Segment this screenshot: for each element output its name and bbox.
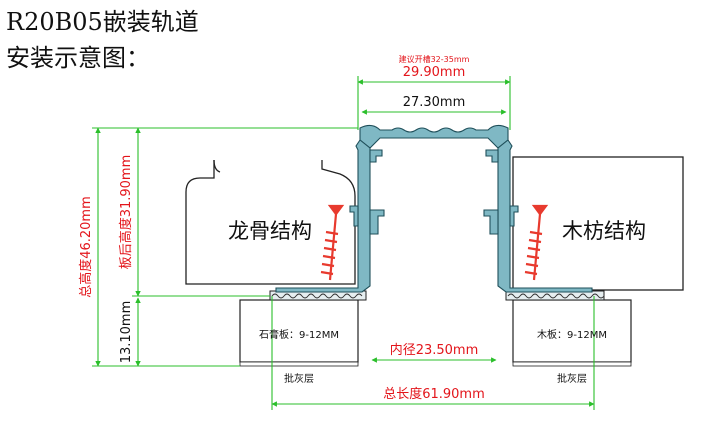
wood-board-label: 木板：9-12MM: [537, 328, 607, 341]
gypsum-board-label: 石膏板：9-12MM: [259, 328, 339, 341]
inner-top-width-label: 27.30mm: [403, 95, 466, 110]
wood-structure-label: 木枋结构: [562, 219, 646, 243]
diagram-title-line2: 安装示意图：: [6, 44, 150, 72]
diagram-title-line1: R20B05嵌装轨道: [6, 8, 199, 36]
gypsum-board: [239, 299, 359, 363]
board-height-label: 13.10mm: [119, 301, 134, 364]
slot-note: 建议开槽32-35mm: [399, 54, 470, 64]
putty-layer-right: [512, 361, 632, 367]
screw-right: [524, 204, 549, 281]
outer-width-label: 29.90mm: [403, 65, 466, 80]
putty-layer-left-label: 批灰层: [284, 372, 314, 385]
putty-layer-right-label: 批灰层: [557, 372, 587, 385]
total-height-label: 总高度46.20mm: [78, 196, 94, 298]
keel-structure-label: 龙骨结构: [228, 219, 312, 243]
inner-diameter-label: 内径23.50mm: [390, 342, 479, 358]
screw-left: [320, 204, 345, 281]
dimension-lines: [92, 76, 595, 410]
track-profile: [275, 124, 593, 293]
height-after-board-label: 板后高度31.90mm: [118, 155, 134, 270]
total-length-label: 总长度61.90mm: [383, 386, 485, 402]
keel-structure-frame: [185, 159, 356, 285]
